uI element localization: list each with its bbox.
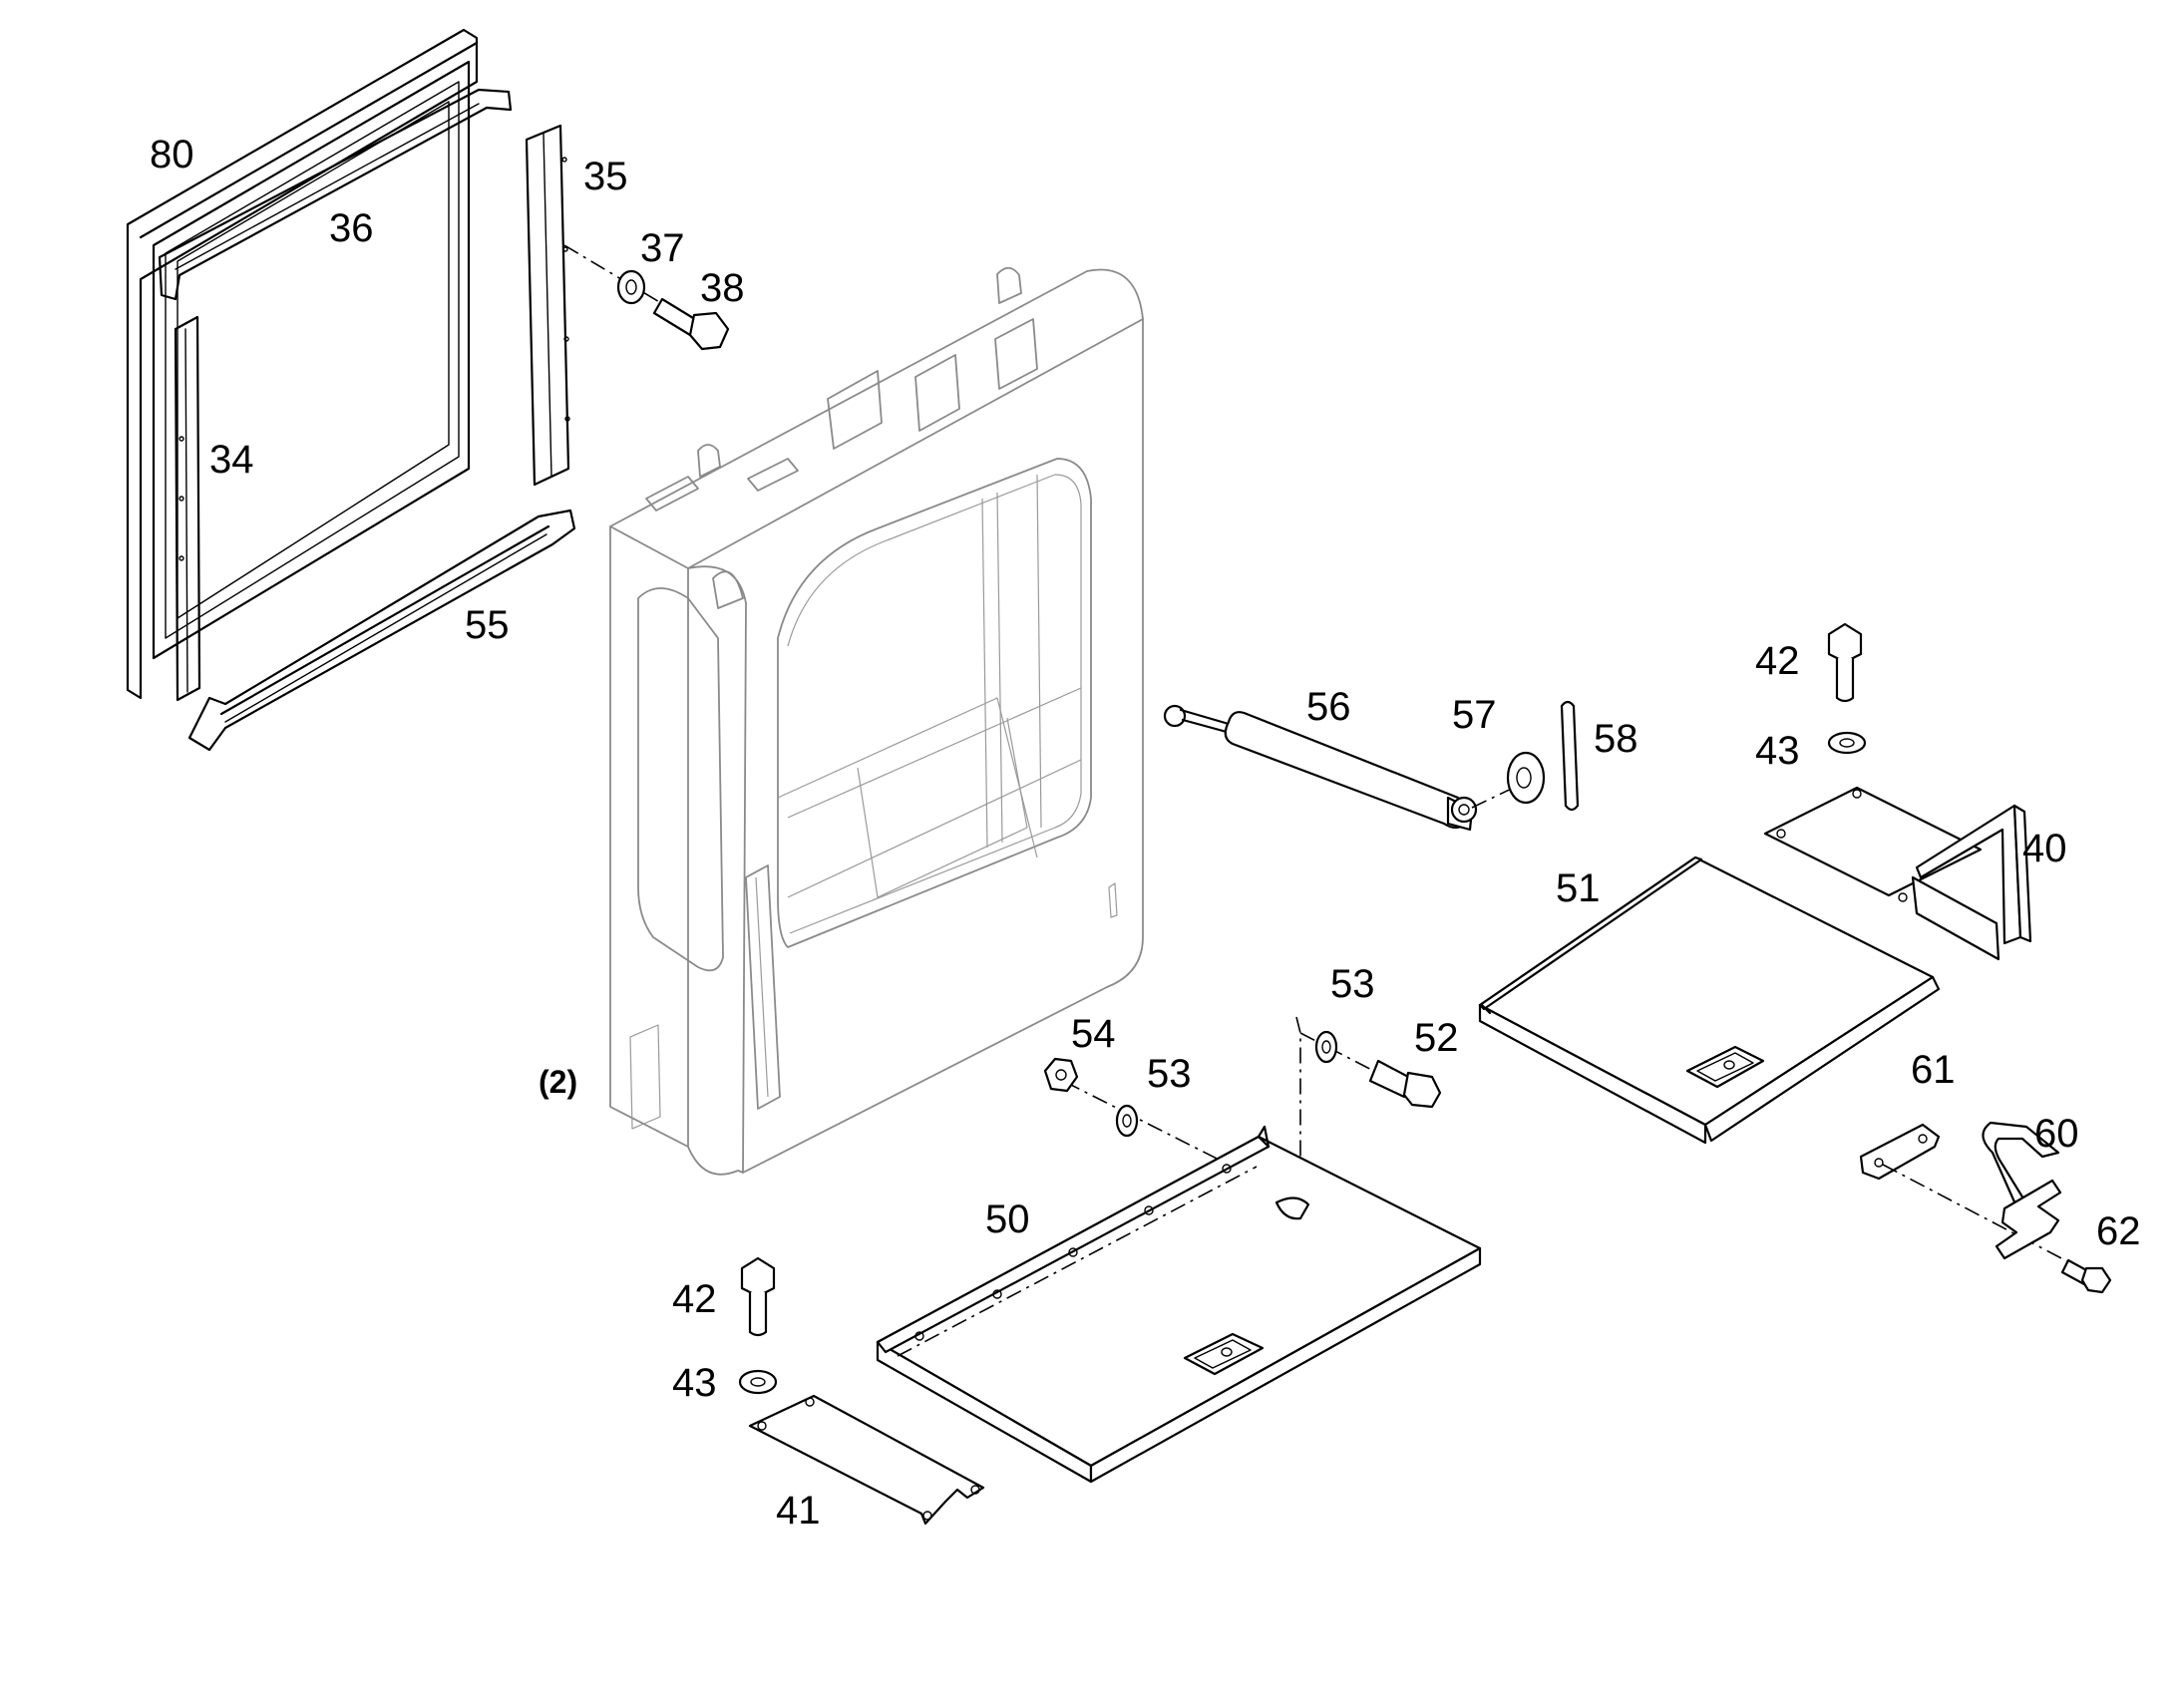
washer-part-53-upper — [1314, 1030, 1338, 1064]
label-part-37: 37 — [640, 226, 685, 270]
label-part-56: 56 — [1306, 685, 1351, 729]
mounting-bracket-part-40 — [1763, 786, 2032, 961]
label-part-41: 41 — [776, 1489, 821, 1533]
top-seal-strip-part-36 — [158, 88, 513, 301]
side-trim-part-35 — [525, 124, 570, 487]
bolt-part-38 — [652, 297, 730, 351]
label-part-43-upper: 43 — [1755, 729, 1800, 773]
gas-strut-part-56 — [1163, 704, 1478, 832]
handle-part-60 — [1982, 1121, 2062, 1260]
window-frame-part-80 — [126, 28, 479, 700]
base-plate-part-41 — [748, 1394, 985, 1526]
label-part-80: 80 — [150, 133, 194, 176]
washer-part-43-lower — [738, 1369, 778, 1395]
leader-61-62 — [1882, 1164, 2085, 1271]
label-part-57: 57 — [1452, 693, 1497, 737]
label-part-60: 60 — [2034, 1112, 2079, 1156]
side-seal-strip-part-34 — [174, 315, 201, 702]
bottom-trim-part-55 — [187, 509, 576, 752]
label-part-58: 58 — [1594, 717, 1638, 761]
label-part-50: 50 — [985, 1197, 1030, 1241]
label-part-35: 35 — [583, 155, 628, 198]
label-part-53-upper: 53 — [1330, 962, 1375, 1006]
label-part-42-lower: 42 — [672, 1277, 717, 1321]
leader-54-50 — [1064, 1081, 1238, 1170]
label-part-55: 55 — [465, 603, 510, 647]
washer-part-53-lower — [1115, 1104, 1139, 1138]
label-part-62: 62 — [2096, 1209, 2141, 1253]
washer-part-43-upper — [1827, 731, 1867, 755]
bolt-part-42-upper — [1827, 622, 1863, 703]
label-part-52: 52 — [1414, 1016, 1459, 1060]
label-part-34: 34 — [209, 438, 254, 482]
label-part-40: 40 — [2022, 827, 2067, 870]
label-part-43-lower: 43 — [672, 1361, 717, 1405]
label-part-61: 61 — [1911, 1048, 1956, 1092]
cover-plate-part-50 — [876, 1125, 1482, 1484]
bolt-part-52 — [1368, 1059, 1442, 1109]
leader-vertical-50 — [1295, 1016, 1301, 1212]
label-part-42-upper: 42 — [1755, 639, 1800, 683]
cover-plate-part-51 — [1478, 855, 1941, 1145]
label-part-53-lower: 53 — [1147, 1052, 1192, 1096]
label-part-51: 51 — [1556, 866, 1601, 910]
pin-part-58 — [1560, 700, 1580, 812]
plate-part-61 — [1859, 1123, 1941, 1181]
label-part-38: 38 — [700, 266, 745, 310]
label-part-36: 36 — [329, 206, 374, 250]
nut-part-54 — [1043, 1057, 1079, 1093]
label-part-54: 54 — [1071, 1012, 1116, 1056]
screw-part-62 — [2060, 1258, 2112, 1294]
washer-part-57 — [1506, 751, 1546, 805]
washer-part-37 — [616, 269, 646, 305]
label-part-2: (2) — [539, 1064, 577, 1100]
cab-body-part-2 — [609, 266, 1144, 1176]
bolt-part-42-lower — [740, 1256, 776, 1337]
